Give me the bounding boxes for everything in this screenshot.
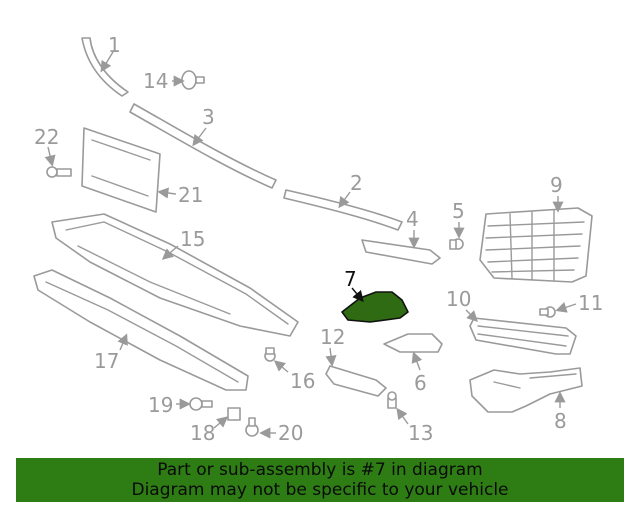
part-4-trim[interactable]: 4 [361, 207, 441, 265]
callout-17: 17 [94, 349, 119, 373]
part-1-molding[interactable]: 1 [81, 33, 129, 97]
part-22-bolt[interactable]: 22 [34, 125, 72, 178]
callout-5: 5 [452, 199, 465, 223]
callout-11: 11 [578, 291, 603, 315]
part-19-screw[interactable]: 19 [148, 393, 213, 417]
part-notice-banner: Part or sub-assembly is #7 in diagram Di… [16, 458, 624, 502]
callout-9: 9 [550, 173, 563, 197]
callout-4: 4 [406, 207, 419, 231]
part-9-grille[interactable]: 9 [479, 173, 593, 283]
part-14-clip[interactable]: 14 [143, 69, 205, 93]
callout-22: 22 [34, 125, 59, 149]
banner-line-1: Part or sub-assembly is #7 in diagram [157, 460, 483, 480]
part-11-screw[interactable]: 11 [539, 291, 603, 318]
callout-10: 10 [446, 287, 471, 311]
part-13-bolt[interactable]: 13 [387, 391, 433, 445]
callout-21: 21 [178, 183, 203, 207]
callout-12: 12 [320, 325, 345, 349]
part-6-bracket[interactable]: 6 [383, 333, 443, 395]
callout-15: 15 [180, 227, 205, 251]
callout-1: 1 [108, 33, 121, 57]
callout-18: 18 [190, 421, 215, 445]
part-15-splash-shield[interactable]: 15 [51, 213, 299, 337]
callout-7: 7 [344, 267, 357, 291]
part-5-clip[interactable]: 5 [449, 199, 465, 250]
callout-3: 3 [202, 105, 215, 129]
part-12-trim[interactable]: 12 [320, 325, 387, 397]
part-10-grille-trim[interactable]: 10 [446, 287, 577, 355]
callout-8: 8 [554, 409, 567, 433]
callout-13: 13 [408, 421, 433, 445]
part-21-plate-bracket[interactable]: 21 [81, 127, 203, 213]
part-3-molding[interactable]: 3 [129, 103, 277, 189]
part-17-lower-shield[interactable]: 17 [33, 269, 249, 391]
callout-2: 2 [350, 171, 363, 195]
callout-20: 20 [278, 421, 303, 445]
callout-6: 6 [414, 371, 427, 395]
part-7-deflector[interactable]: 7 [341, 267, 409, 323]
part-2-molding[interactable]: 2 [283, 171, 403, 231]
part-16-clip[interactable]: 16 [264, 347, 315, 393]
highlighted-part [341, 291, 409, 323]
parts-diagram: 1 14 3 22 21 2 4 [33, 33, 603, 445]
part-8-air-duct[interactable]: 8 [469, 367, 583, 433]
part-18-nut[interactable]: 18 [190, 407, 241, 445]
callout-14: 14 [143, 69, 168, 93]
callout-19: 19 [148, 393, 173, 417]
callout-16: 16 [290, 369, 315, 393]
part-20-push-pin[interactable]: 20 [245, 417, 303, 445]
banner-line-2: Diagram may not be specific to your vehi… [131, 480, 509, 500]
